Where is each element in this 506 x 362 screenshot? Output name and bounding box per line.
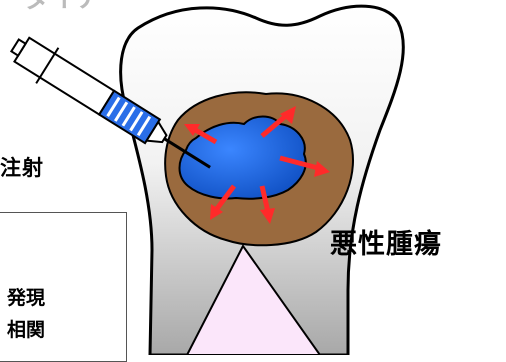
syringe-barrel-empty [14,38,114,115]
injection-label: 内注射 [0,152,44,182]
note-line-correlation: 相関 [7,315,45,342]
note-box: 発現 相関 [0,212,127,362]
note-line-expression: 発現 [7,283,45,310]
tumor-label: 悪性腫瘍 [330,222,442,261]
